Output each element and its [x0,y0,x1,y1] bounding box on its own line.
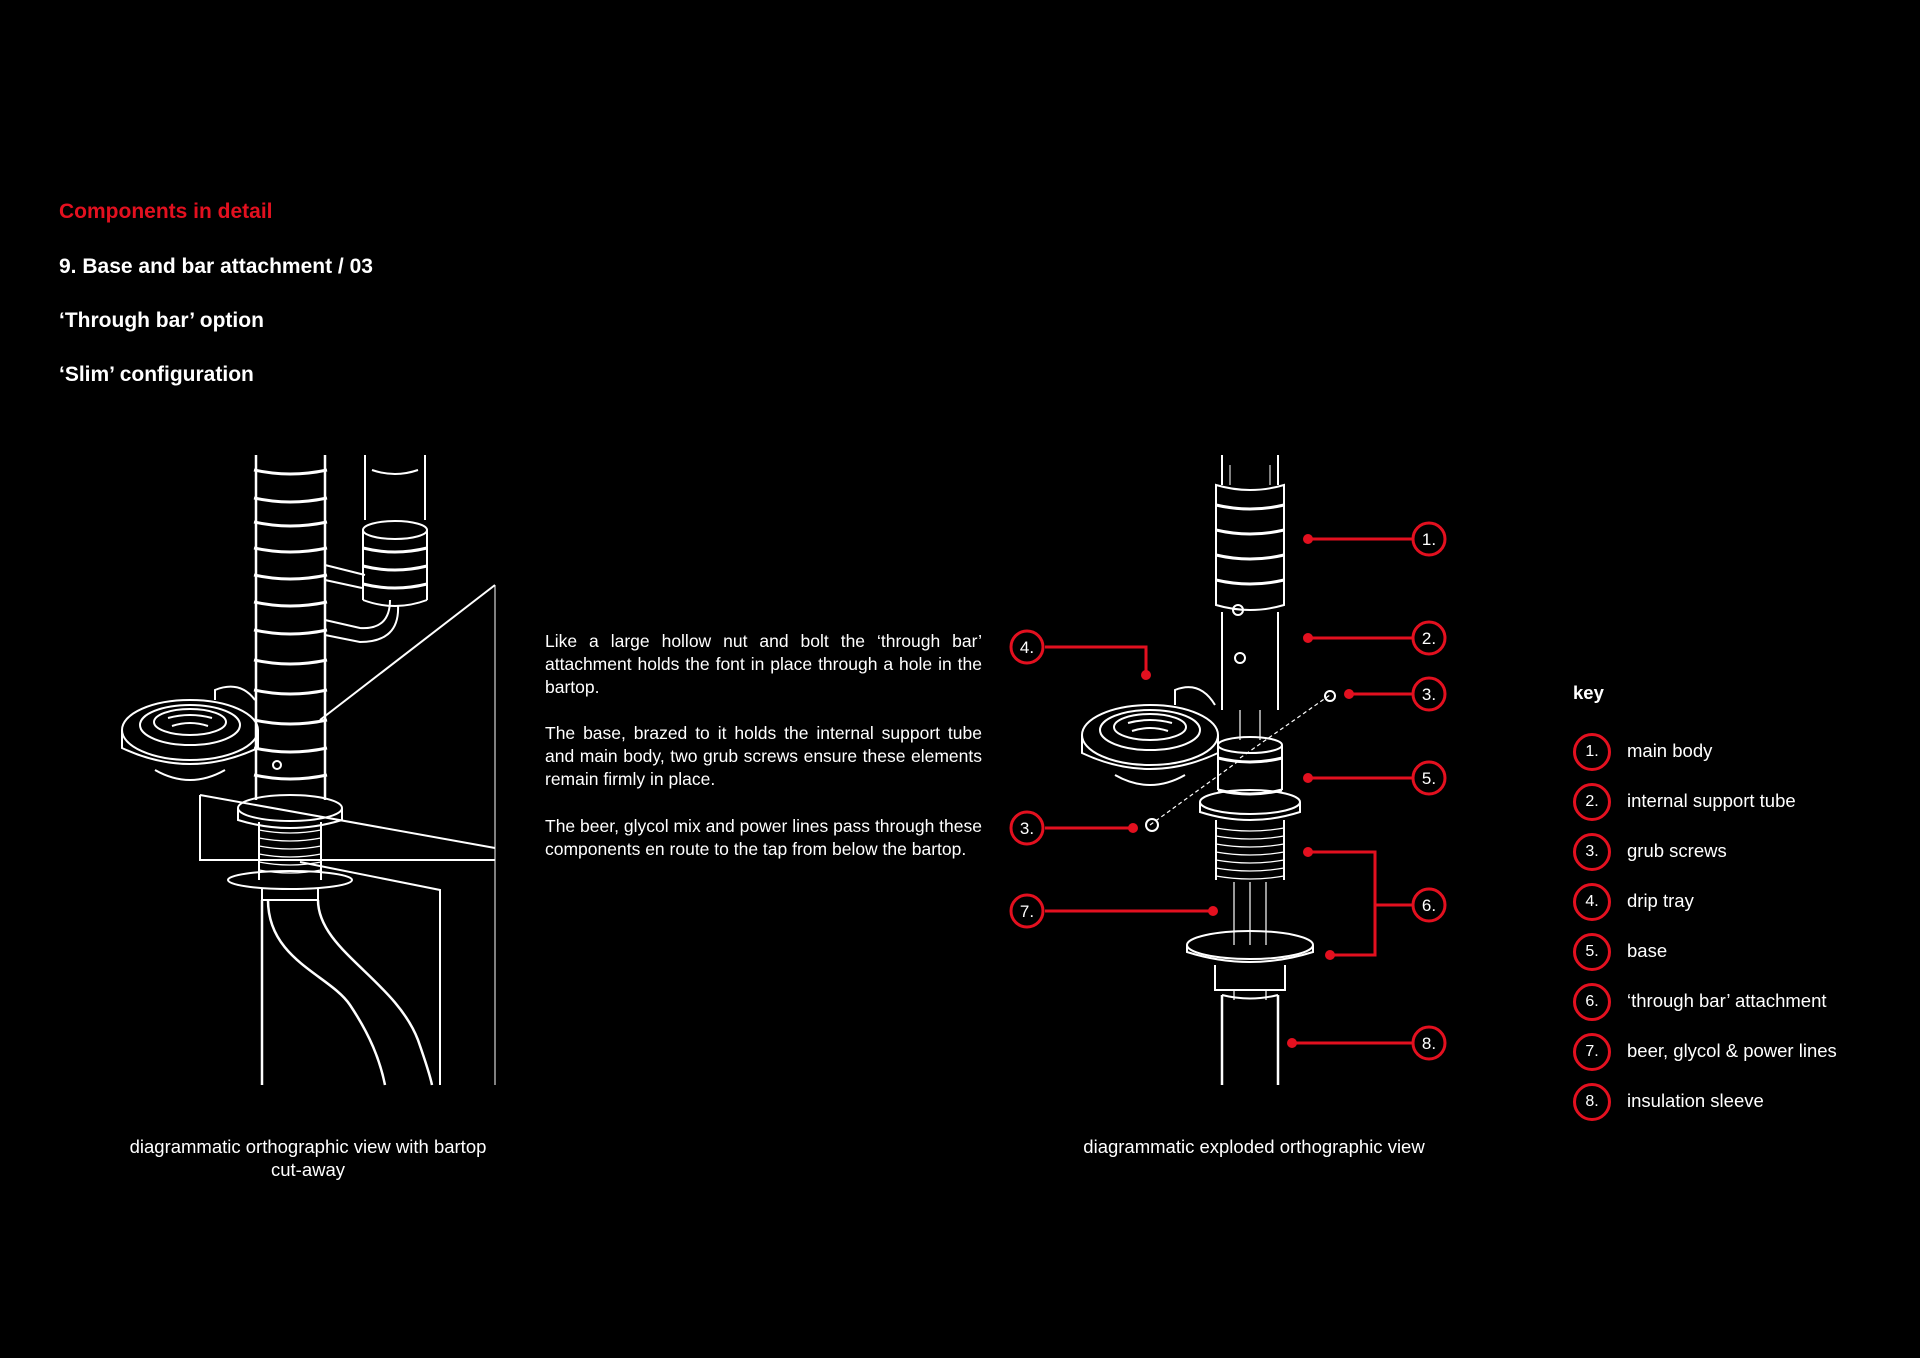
callout-5: 5. [1411,760,1447,796]
callout-leader-dots [1128,534,1354,1048]
key-number-badge: 1. [1573,733,1611,771]
callout-number: 5. [1422,769,1436,788]
key-title: key [1573,682,1604,703]
orthographic-view-drawing [121,455,496,1086]
key-label: main body [1627,740,1713,761]
callout-1: 1. [1411,521,1447,557]
callout-number: 3. [1422,685,1436,704]
key-number-badge: 2. [1573,783,1611,821]
key-label: grub screws [1627,840,1727,861]
callout-number: 3. [1020,819,1034,838]
exploded-view-drawing [1081,455,1336,1085]
configuration-heading: ‘Slim’ configuration [59,363,254,386]
callout-number: 2. [1422,629,1436,648]
key-label: insulation sleeve [1627,1090,1764,1111]
key-label: beer, glycol & power lines [1627,1040,1837,1061]
key-number-badge: 6. [1573,983,1611,1021]
description-paragraph: The beer, glycol mix and power lines pas… [545,816,982,859]
description-paragraph: Like a large hollow nut and bolt the ‘th… [545,631,982,697]
key-number-badge: 3. [1573,833,1611,871]
caption-exploded-view: diagrammatic exploded orthographic view [1083,1136,1425,1157]
callout-4: 4. [1009,629,1045,665]
key-number-badge: 8. [1573,1083,1611,1121]
caption-orthographic-view: diagrammatic orthographic view with bart… [129,1136,487,1180]
callout-8: 8. [1411,1025,1447,1061]
callout-number: 8. [1422,1034,1436,1053]
callout-3-right: 3. [1411,676,1447,712]
description-paragraph: The base, brazed to it holds the interna… [545,723,982,789]
section-label: Components in detail [59,200,273,223]
key-number-badge: 7. [1573,1033,1611,1071]
callout-leaders [1045,537,1413,1045]
callout-number: 1. [1422,530,1436,549]
key-label: drip tray [1627,890,1694,911]
key-number-badge: 4. [1573,883,1611,921]
callout-3-left: 3. [1009,810,1045,846]
callout-number: 6. [1422,896,1436,915]
page-title: 9. Base and bar attachment / 03 [59,255,373,278]
callout-number: 4. [1020,638,1034,657]
callout-7: 7. [1009,893,1045,929]
key-label: base [1627,940,1668,961]
key-label: ‘through bar’ attachment [1627,990,1827,1011]
option-heading: ‘Through bar’ option [59,309,264,332]
key-label: internal support tube [1627,790,1796,811]
callout-6: 6. [1411,887,1447,923]
key-number-badge: 5. [1573,933,1611,971]
callout-2: 2. [1411,620,1447,656]
callout-number: 7. [1020,902,1034,921]
